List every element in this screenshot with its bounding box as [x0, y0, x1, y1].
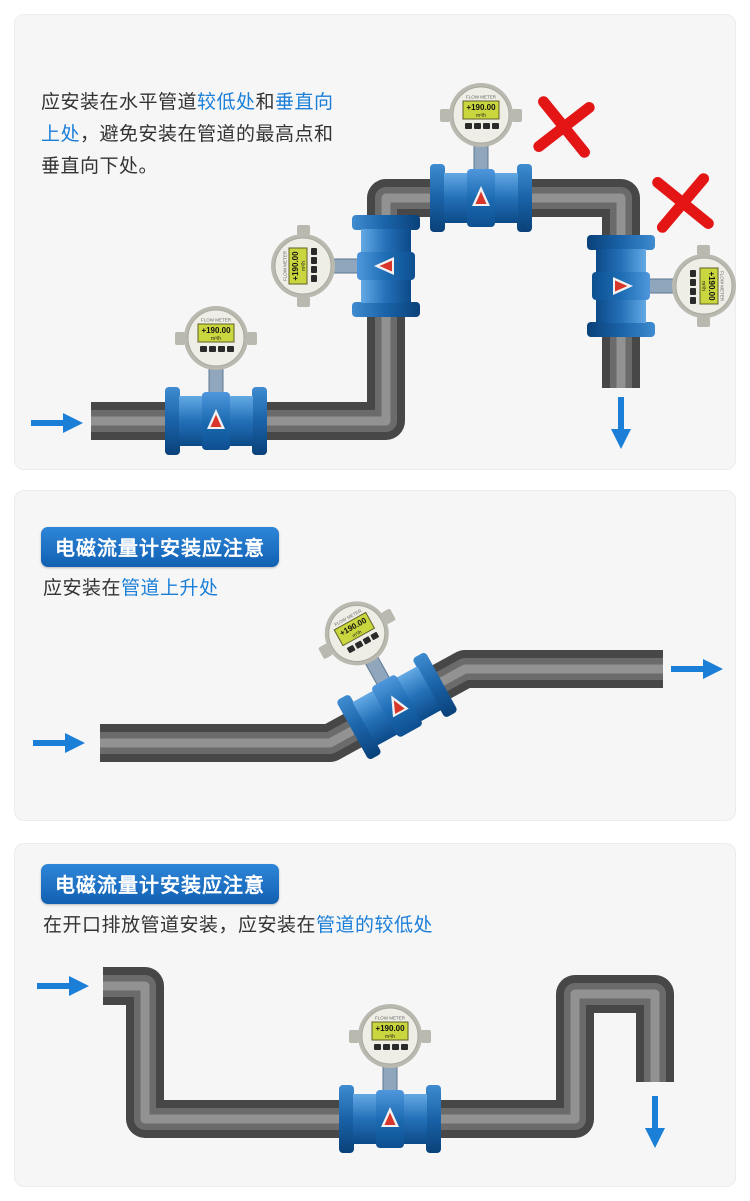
caption-text: 在开口排放管道安装，应安装在	[43, 915, 317, 936]
caption-text: 和	[255, 92, 276, 113]
flow-meter-vertical-down-wrong	[586, 234, 737, 338]
flow-out-arrow	[671, 659, 723, 679]
flow-meter-low-section	[338, 1003, 442, 1154]
notice-badge: 电磁流量计安装应注意	[41, 527, 279, 567]
caption-highlight-lower: 较低处	[197, 92, 256, 113]
caption-discharge-rule: 在开口排放管道安装，应安装在管道的较低处	[43, 910, 433, 942]
caption-highlight-vertical-up: 垂直向上处	[41, 92, 334, 145]
notice-badge: 电磁流量计安装应注意	[41, 864, 279, 904]
flow-in-arrow	[37, 976, 89, 996]
flow-meter-high-point-wrong	[429, 82, 533, 233]
flow-in-arrow	[31, 413, 83, 433]
flow-meter-horizontal-low	[164, 305, 268, 456]
caption-horizontal-rule: 应安装在水平管道较低处和垂直向上处，避免安装在管道的最高点和垂直向下处。	[41, 87, 343, 183]
panel-open-discharge-pipe: 电磁流量计安装应注意 在开口排放管道安装，应安装在管道的较低处	[14, 843, 736, 1187]
flow-out-arrow	[611, 397, 631, 449]
diagram-horizontal-vertical-installation	[31, 82, 737, 456]
caption-rising-rule: 应安装在管道上升处	[43, 573, 219, 605]
flow-in-arrow	[33, 733, 85, 753]
caption-text: 应安装在水平管道	[41, 92, 198, 113]
x-mark-high-point	[539, 102, 590, 153]
flow-meter-vertical-up	[270, 214, 421, 318]
caption-text: 应安装在	[43, 578, 122, 599]
x-mark-vertical-down	[658, 178, 709, 229]
panel-rising-pipe: 电磁流量计安装应注意 应安装在管道上升处	[14, 490, 736, 821]
panel-horizontal-pipe-rules: 应安装在水平管道较低处和垂直向上处，避免安装在管道的最高点和垂直向下处。	[14, 14, 737, 470]
caption-highlight-rising: 管道上升处	[121, 578, 219, 599]
caption-highlight-lower-section: 管道的较低处	[316, 915, 434, 936]
caption-text: ，避免安装在管道的最高点和垂直向下处。	[41, 123, 334, 177]
flow-out-arrow	[645, 1096, 665, 1148]
